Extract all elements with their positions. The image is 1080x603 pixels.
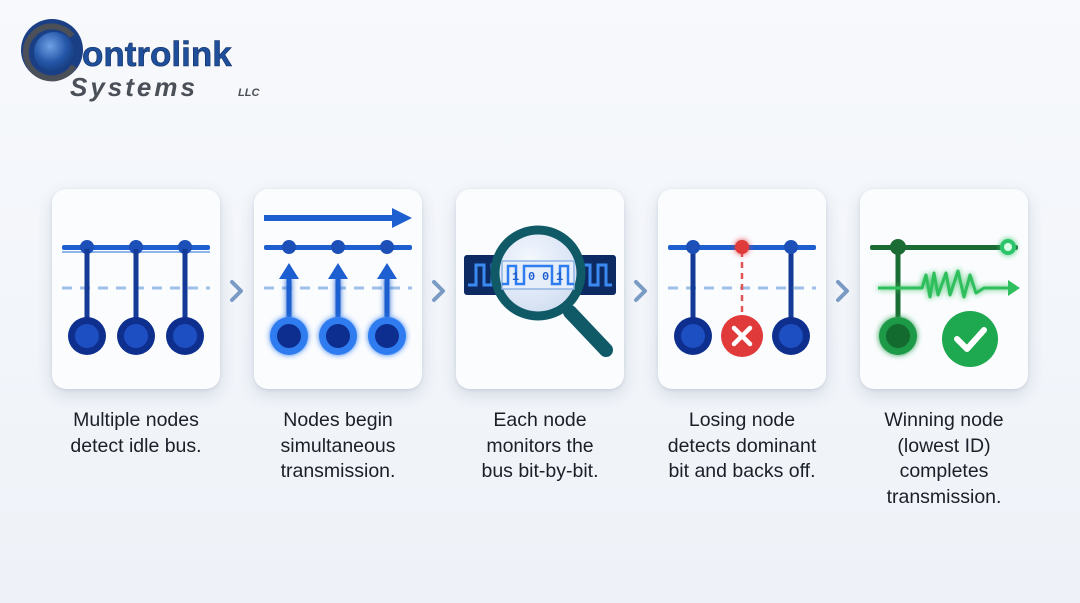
- node-backs-off-icon: [668, 240, 816, 357]
- step-card-3: 1 0 0 1: [456, 189, 624, 389]
- checkmark-icon: [942, 311, 998, 367]
- caption-line: bit and backs off.: [668, 460, 816, 482]
- chevron-right-icon: [833, 276, 853, 306]
- caption-line: Multiple nodes: [73, 409, 199, 431]
- caption-line: bus bit-by-bit.: [481, 460, 599, 482]
- brand-name-line2: Systems: [70, 72, 198, 102]
- caption-line: (lowest ID): [897, 434, 991, 457]
- caption-line: monitors the: [486, 434, 594, 457]
- caption-line: transmission.: [886, 485, 1002, 508]
- caption-line: Nodes begin: [283, 409, 393, 431]
- caption-line: Losing node: [688, 409, 796, 431]
- bit-zero-icon: 0: [542, 270, 549, 284]
- step-caption-3: Each node monitors the bus bit-by-bit.: [450, 408, 630, 485]
- winning-node-check-icon: [870, 239, 1020, 367]
- chevron-right-icon: [631, 276, 651, 306]
- caption-line: completes: [899, 460, 989, 482]
- chevron-right-icon: [227, 276, 247, 306]
- bit-one-icon: 1: [512, 270, 519, 284]
- step-caption-2: Nodes begin simultaneous transmission.: [248, 408, 428, 485]
- caption-line: transmission.: [280, 460, 396, 482]
- caption-line: detect idle bus.: [70, 434, 202, 457]
- step-card-4: [658, 189, 826, 389]
- bit-zero-icon: 0: [528, 270, 535, 284]
- step-card-2: [254, 189, 422, 389]
- caption-line: detects dominant: [667, 434, 817, 457]
- caption-line: simultaneous: [280, 434, 396, 457]
- chevron-right-icon: [429, 276, 449, 306]
- step-card-1: [52, 189, 220, 389]
- magnifier-bitstream-icon: 1 0 0 1: [464, 225, 616, 357]
- caption-line: Each node: [493, 409, 587, 431]
- company-logo: ontrolink Systems LLC: [20, 16, 270, 106]
- step-caption-4: Losing node detects dominant bit and bac…: [652, 408, 832, 485]
- step-card-5: [860, 189, 1028, 389]
- transmitting-nodes-icon: [264, 208, 412, 355]
- brand-suffix: LLC: [238, 87, 260, 99]
- brand-name-line1: ontrolink: [82, 35, 232, 74]
- caption-line: Winning node: [884, 409, 1004, 431]
- idle-bus-nodes-icon: [62, 240, 210, 355]
- bit-one-icon: 1: [556, 270, 563, 284]
- step-caption-5: Winning node (lowest ID) completes trans…: [854, 408, 1034, 510]
- step-caption-1: Multiple nodes detect idle bus.: [46, 408, 226, 459]
